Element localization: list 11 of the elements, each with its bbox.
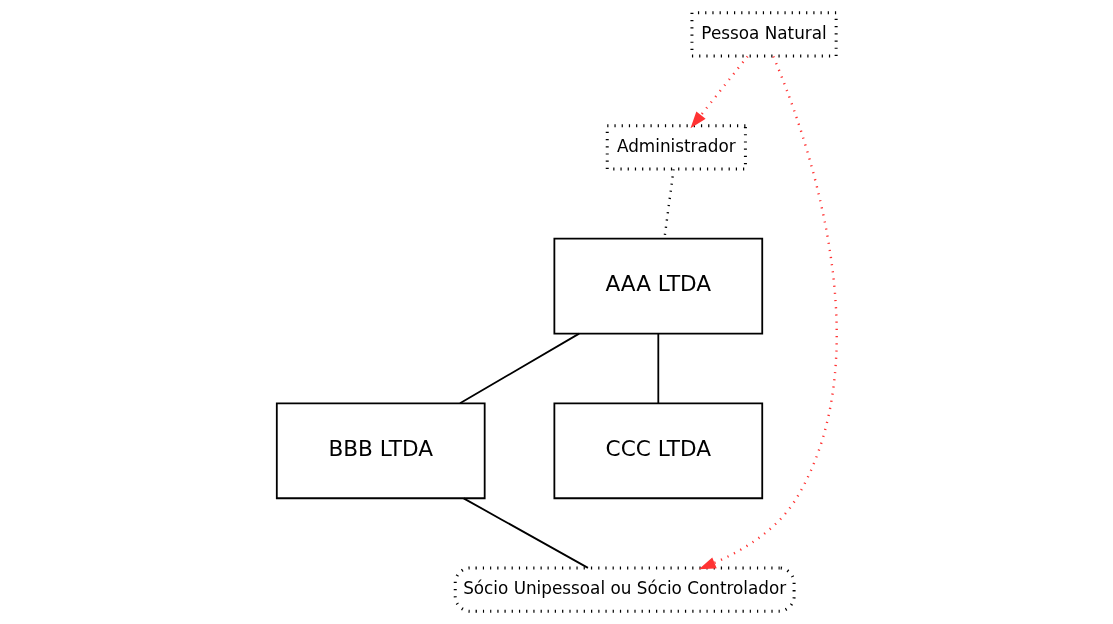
node-box: CCC LTDA [552, 402, 763, 500]
connector [462, 497, 589, 569]
connector [458, 332, 580, 405]
node-box: BBB LTDA [275, 402, 486, 500]
connector [656, 332, 659, 404]
node-box: Sócio Unipessoal ou Sócio Controlador [453, 566, 796, 613]
arrow [698, 56, 838, 570]
node-box: Administrador [605, 124, 747, 171]
node-box: AAA LTDA [552, 237, 763, 335]
arrow [690, 55, 748, 129]
node-box: Pessoa Natural [689, 11, 838, 58]
